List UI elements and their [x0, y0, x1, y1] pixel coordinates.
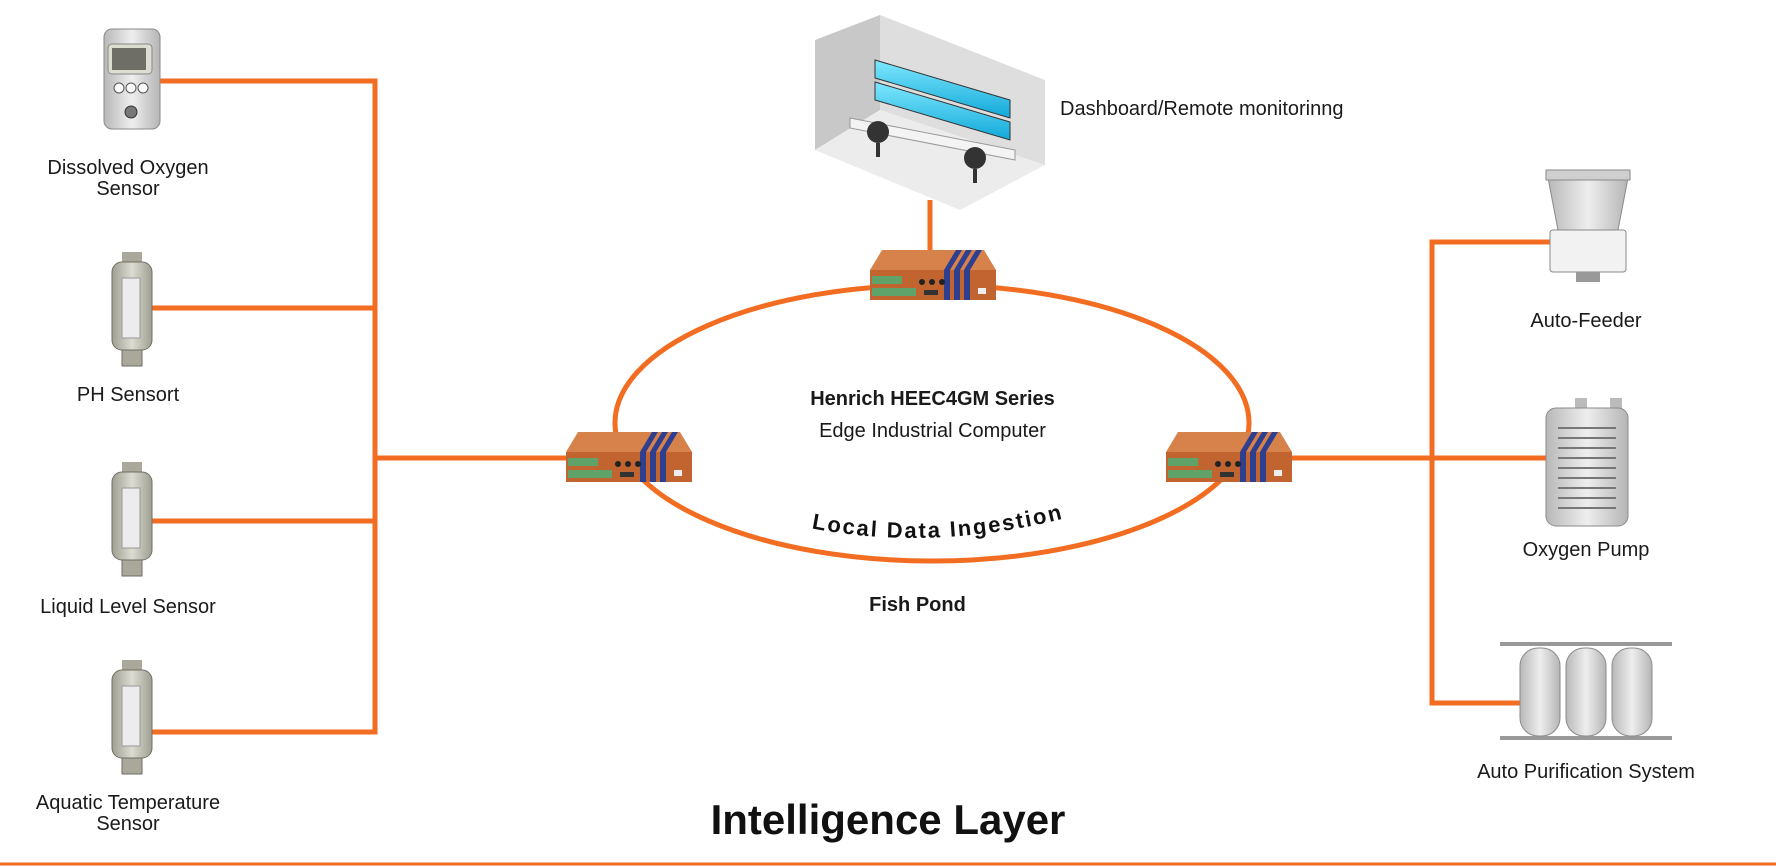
ring-label: Local Data Ingestion	[811, 499, 1066, 543]
actuator-label-purification: Auto Purification System	[1477, 761, 1695, 783]
dissolved-oxygen-sensor-icon	[103, 28, 161, 130]
sensor-label-liquid-level: Liquid Level Sensor	[40, 596, 216, 618]
control-room-icon	[815, 15, 1045, 210]
sensor-label-aquatic-temperature: Aquatic Temperature Sensor	[35, 792, 221, 835]
sensor-label-dissolved-oxygen: Dissolved Oxygen Sensor	[47, 157, 209, 200]
computer-description: Edge Industrial Computer	[819, 420, 1046, 442]
actuator-label-auto-feeder: Auto-Feeder	[1530, 310, 1642, 332]
computer-name: Henrich HEEC4GM Series	[810, 388, 1055, 410]
pond-label: Fish Pond	[869, 594, 966, 616]
actuator-bus-line	[1429, 239, 1550, 706]
sensor-bus-line	[152, 78, 378, 735]
diagram-title: Intelligence Layer	[710, 796, 1066, 843]
edge-computer-icon	[566, 432, 692, 482]
purification-system-icon	[1500, 642, 1672, 740]
liquid-level-sensor-icon	[111, 462, 153, 577]
edge-computer-icon	[1166, 432, 1292, 482]
auto-feeder-icon	[1545, 169, 1631, 282]
oxygen-pump-icon	[1545, 398, 1629, 527]
dashboard-label: Dashboard/Remote monitorinng	[1060, 98, 1344, 120]
actuator-label-oxygen-pump: Oxygen Pump	[1522, 539, 1650, 561]
ph-sensor-icon	[111, 252, 153, 367]
aquatic-temperature-sensor-icon	[111, 660, 153, 775]
sensor-label-ph: PH Sensort	[76, 384, 180, 406]
edge-computer-icon	[870, 250, 996, 300]
